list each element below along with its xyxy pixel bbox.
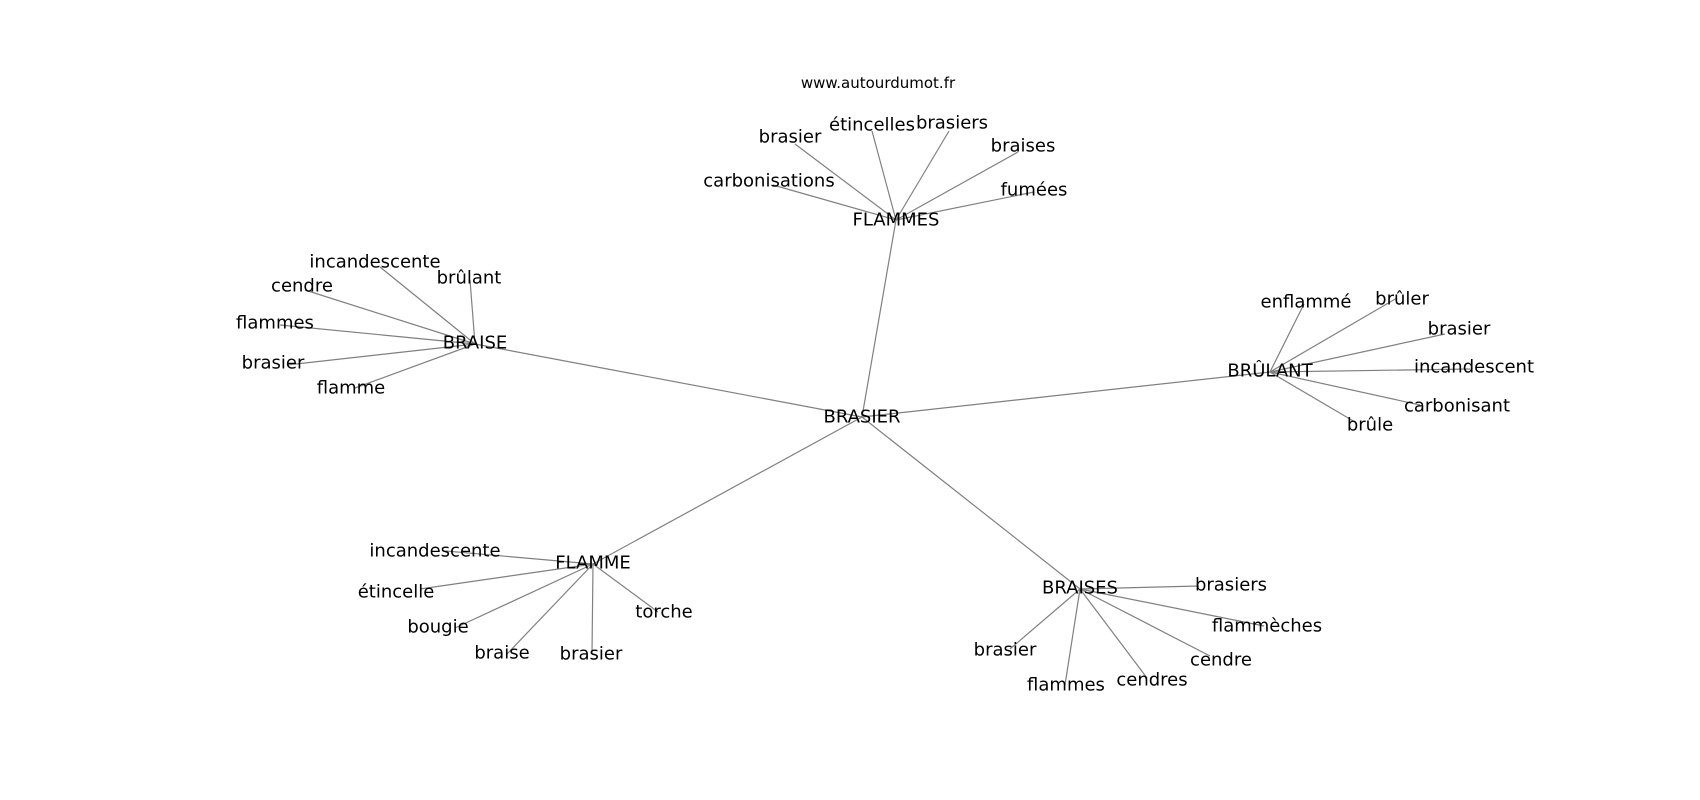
- leaf-node-label: incandescente: [309, 252, 440, 273]
- site-watermark: www.autourdumot.fr: [801, 74, 956, 92]
- edge-hub-leaf: [1009, 588, 1081, 650]
- edge-hub-leaf: [1079, 588, 1265, 627]
- leaf-node-label: brasier: [560, 644, 623, 665]
- leaf-node-label: étincelles: [829, 115, 915, 136]
- graph-edges: [279, 130, 1471, 686]
- graph-labels: www.autourdumot.fr BRASIER FLAMMES carboni…: [236, 74, 1534, 696]
- leaf-node-label: flammes: [1027, 675, 1105, 696]
- leaf-node-label: incandescent: [1414, 357, 1534, 378]
- edge-hub-leaf: [279, 324, 476, 345]
- edge-hub-leaf: [871, 130, 897, 221]
- edge-hub-leaf: [1079, 588, 1211, 657]
- edge-hub-leaf: [1079, 588, 1148, 679]
- edge-hub-leaf: [1269, 333, 1446, 373]
- leaf-node-label: brûle: [1347, 415, 1393, 436]
- edge-hub-leaf: [419, 563, 594, 590]
- edge-hub-leaf: [1269, 297, 1398, 373]
- leaf-node-label: incandescente: [369, 541, 500, 562]
- edge-hub-leaf: [1269, 368, 1471, 373]
- leaf-node-label: flammèches: [1212, 616, 1322, 637]
- leaf-node-label: brasier: [974, 640, 1037, 661]
- edge-center-hub: [474, 343, 863, 418]
- leaf-node-label: carbonisant: [1404, 396, 1510, 417]
- edge-hub-leaf: [592, 563, 659, 613]
- leaf-node-label: flamme: [317, 378, 386, 399]
- edge-center-hub: [861, 416, 1081, 590]
- edge-hub-leaf: [591, 563, 594, 655]
- leaf-node-label: braise: [474, 643, 529, 664]
- edge-hub-leaf: [286, 343, 476, 366]
- hub-node-label: FLAMME: [555, 553, 631, 574]
- leaf-node-label: brasiers: [916, 113, 988, 134]
- leaf-node-label: brasier: [759, 127, 822, 148]
- leaf-node-label: cendre: [1190, 650, 1252, 671]
- leaf-node-label: brûlant: [437, 268, 502, 289]
- leaf-node-label: cendre: [271, 276, 333, 297]
- edge-hub-leaf: [379, 266, 476, 345]
- edge-hub-leaf: [445, 550, 594, 565]
- edge-hub-leaf: [469, 279, 476, 345]
- edge-hub-leaf: [772, 184, 897, 221]
- leaf-node-label: fumées: [1001, 180, 1068, 201]
- leaf-node-label: enflammé: [1261, 292, 1352, 313]
- leaf-node-label: brûler: [1375, 289, 1429, 310]
- edge-hub-leaf: [895, 151, 1019, 221]
- leaf-node-label: torche: [635, 602, 692, 623]
- hub-node-label: BRÛLANT: [1227, 360, 1313, 382]
- edge-center-hub: [592, 416, 863, 565]
- edge-hub-leaf: [304, 289, 476, 345]
- leaf-node-label: brasier: [1428, 319, 1491, 340]
- edge-hub-leaf: [895, 191, 1035, 221]
- hub-node-label: BRAISE: [443, 333, 508, 354]
- hub-node-label: FLAMMES: [853, 210, 940, 231]
- edge-hub-leaf: [794, 143, 897, 221]
- edge-hub-leaf: [354, 343, 476, 389]
- leaf-node-label: brasier: [242, 353, 305, 374]
- edge-hub-leaf: [1269, 303, 1305, 373]
- edge-hub-leaf: [1269, 371, 1421, 406]
- edge-hub-leaf: [1269, 371, 1356, 423]
- edge-hub-leaf: [454, 563, 594, 629]
- leaf-node-label: flammes: [236, 313, 314, 334]
- edge-hub-leaf: [895, 130, 950, 221]
- hub-node-label: BRAISES: [1042, 578, 1118, 599]
- center-node-label: BRASIER: [823, 407, 900, 428]
- leaf-node-label: carbonisations: [703, 171, 834, 192]
- leaf-node-label: cendres: [1116, 670, 1187, 691]
- edge-hub-leaf: [1079, 585, 1200, 590]
- edge-hub-leaf: [506, 563, 594, 655]
- leaf-node-label: brasiers: [1195, 575, 1267, 596]
- leaf-node-label: braises: [991, 136, 1056, 157]
- edge-hub-leaf: [1064, 588, 1081, 686]
- leaf-node-label: étincelle: [358, 582, 435, 603]
- edge-center-hub: [861, 219, 897, 418]
- edge-center-hub: [861, 371, 1271, 418]
- leaf-node-label: bougie: [407, 617, 468, 638]
